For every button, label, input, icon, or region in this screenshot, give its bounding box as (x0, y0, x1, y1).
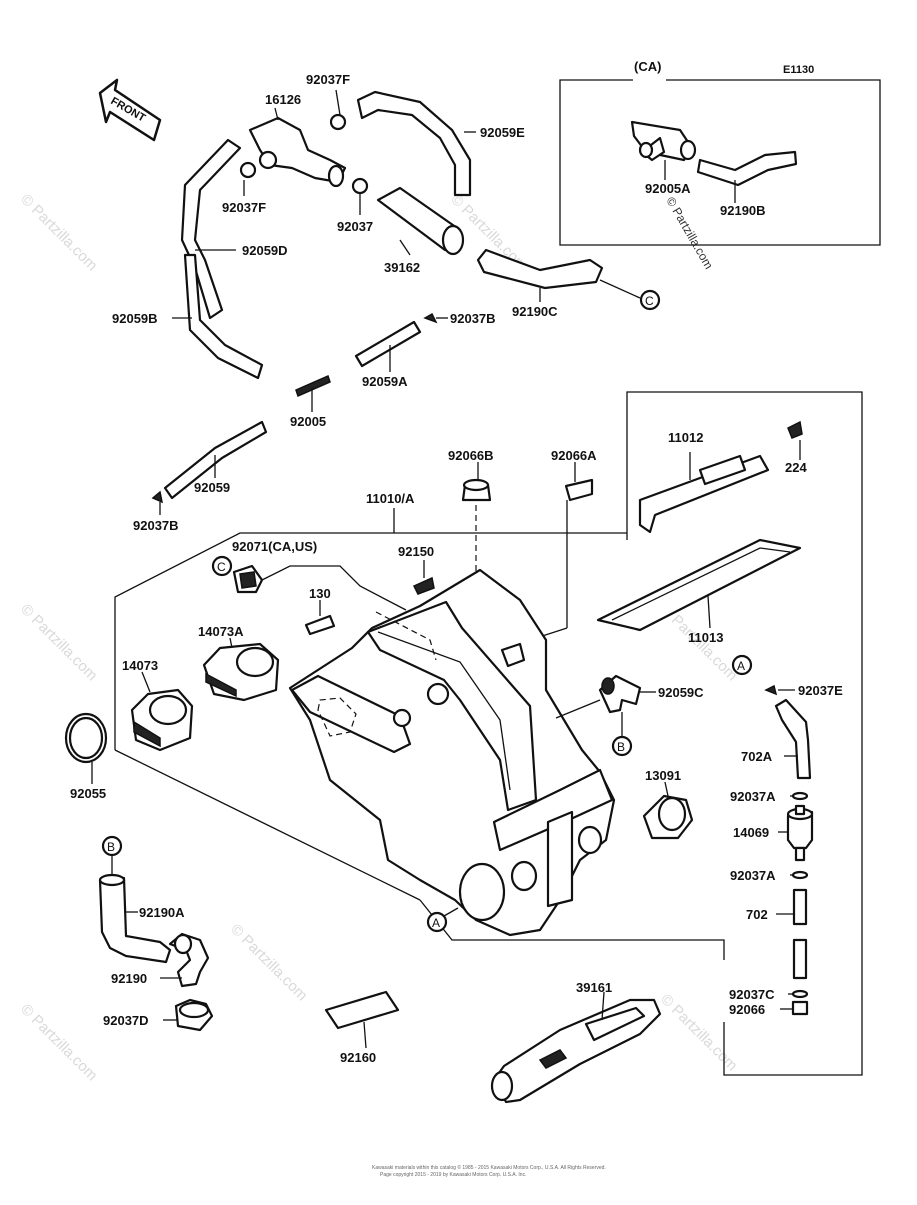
connector-b-label: B (617, 740, 625, 754)
hose-92190c-icon (476, 248, 604, 290)
air-cleaner-frame: 11012 224 11013 (419, 391, 863, 1076)
duct-13091: 13091 (642, 768, 694, 840)
front-arrow-icon: FRONT (98, 78, 162, 142)
label-ca: (CA) (634, 59, 661, 74)
label-92037f-top: 92037F (306, 72, 350, 87)
label-92059b: 92059B (112, 311, 158, 326)
label-92190c: 92190C (512, 304, 558, 319)
pipe-92059a-icon (354, 320, 422, 368)
label-92160: 92160 (340, 1050, 376, 1065)
drawing-code: E1130 (783, 64, 814, 76)
hose-bent-icon (696, 150, 798, 187)
bolt-130-icon (304, 614, 336, 636)
tee-fitting-icon (630, 120, 697, 162)
case-small-parts: C 92071(CA,US) 92150 130 14073A 14073 92… (64, 539, 435, 801)
breather-assembly: C (151, 89, 661, 515)
label-92037b-mid: 92037B (450, 311, 496, 326)
watermark-text: © Partzilla.com (17, 1001, 100, 1084)
main-frame-line (114, 532, 627, 750)
label-92005: 92005 (290, 414, 326, 429)
elbow-92059c: B 92059C (555, 674, 704, 757)
label-92066b: 92066B (448, 448, 494, 463)
hose-702-icon (792, 888, 808, 926)
label-92059a: 92059A (362, 374, 408, 389)
label-92005a: 92005A (645, 181, 691, 196)
label-11012: 11012 (668, 430, 703, 445)
connector-a-label: A (737, 659, 745, 673)
label-11013: 11013 (688, 630, 723, 645)
pad-92160: 92160 (324, 990, 400, 1065)
label-92059d: 92059D (242, 243, 288, 258)
label-92037: 92037 (337, 219, 373, 234)
connector-b-label: B (107, 840, 115, 854)
label-92190b: 92190B (720, 203, 766, 218)
label-92190: 92190 (111, 971, 147, 986)
fitting-92005-icon (295, 374, 331, 398)
label-14073: 14073 (122, 658, 158, 673)
hose-702a-icon (774, 698, 812, 780)
hose-92190-assembly: B 92190A 92190 92037D (98, 835, 214, 1032)
drain-line: A 92037E 702A 92037A 14069 92037A 702 92… (729, 654, 843, 1017)
connector-c-label: C (217, 560, 226, 574)
hose-92059d-icon (180, 138, 242, 320)
label-13091: 13091 (645, 768, 681, 783)
connector-a-label: A (432, 916, 440, 930)
label-224: 224 (785, 460, 807, 475)
label-92066a: 92066A (551, 448, 597, 463)
label-92037f-left: 92037F (222, 200, 266, 215)
watermark-text: © Partzilla.com (17, 601, 100, 684)
label-92059e: 92059E (480, 125, 525, 140)
caps: 92066B 92066A (448, 448, 597, 641)
label-16126: 16126 (265, 92, 301, 107)
hose-92059b-icon (183, 253, 264, 380)
label-92037e: 92037E (798, 683, 843, 698)
footer-line2: Page copyright 2015 - 2019 by Kawasaki M… (380, 1172, 526, 1178)
connector-c-label: C (645, 294, 654, 308)
bracket-11012-icon (638, 454, 770, 534)
label-92037a-2: 92037A (730, 868, 776, 883)
label-702a: 702A (741, 749, 773, 764)
label-39161: 39161 (576, 980, 612, 995)
bolt-92150-icon (412, 576, 435, 595)
label-92059c: 92059C (658, 685, 704, 700)
label-92055: 92055 (70, 786, 106, 801)
screw-224-icon (787, 420, 803, 439)
label-92150: 92150 (398, 544, 434, 559)
label-14073a: 14073A (198, 624, 244, 639)
label-92037d: 92037D (103, 1013, 149, 1028)
footer-line1: Kawasaki materials within this catalog ©… (372, 1164, 606, 1171)
hose-92059e-icon (356, 90, 472, 197)
label-39162: 39162 (384, 260, 420, 275)
cap-92066a-icon (564, 478, 594, 502)
watermark-text: © Partzilla.com (227, 921, 310, 1004)
label-92037c: 92037C (729, 987, 775, 1002)
label-92059: 92059 (194, 480, 230, 495)
air-box-case (288, 568, 616, 937)
label-130: 130 (309, 586, 331, 601)
label-92037a-1: 92037A (730, 789, 776, 804)
label-92190a: 92190A (139, 905, 185, 920)
label-92066: 92066 (729, 1002, 765, 1017)
label-92037b-left: 92037B (133, 518, 179, 533)
drain-39161: 39161 (490, 980, 662, 1104)
watermark-text: © Partzilla.com (663, 195, 716, 272)
label-92071: 92071(CA,US) (232, 539, 317, 554)
ca-variant-box: (CA) 92005A 92190B (559, 59, 881, 246)
label-11010a: 11010/A (366, 491, 415, 506)
watermark-text: © Partzilla.com (17, 191, 100, 274)
element-11013-icon (596, 538, 802, 632)
label-702: 702 (746, 907, 768, 922)
label-14069: 14069 (733, 825, 769, 840)
cap-92066-icon (791, 1000, 809, 1016)
